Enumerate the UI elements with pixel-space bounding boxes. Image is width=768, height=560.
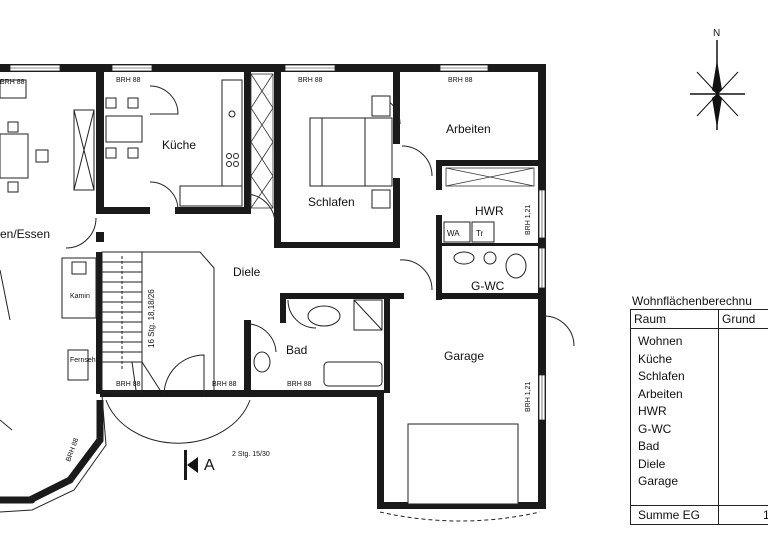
tv-cabinet: [67, 349, 89, 381]
sum-value: 1: [763, 508, 768, 522]
table-row: Wohnen: [638, 334, 683, 348]
garage-door: [379, 423, 541, 522]
brh-label: BRH 88: [298, 77, 323, 84]
room-arbeiten: Arbeiten: [446, 122, 491, 136]
room-hwr: HWR: [475, 204, 504, 218]
room-garage: Garage: [444, 349, 484, 363]
room-schlafen: Schlafen: [308, 195, 355, 209]
brh-label: BRH 88: [116, 77, 141, 84]
table-row: Bad: [638, 439, 660, 453]
doors: [65, 85, 575, 396]
brh-label: BRH 88: [65, 437, 80, 463]
brh-label: BRH 88: [287, 381, 312, 388]
table-row: Diele: [638, 456, 666, 471]
table-room-names: Wohnen Küche Schlafen Arbeiten HWR G-WC …: [631, 329, 719, 505]
wc-fixtures: [453, 251, 527, 279]
top-windows: [9, 64, 489, 72]
header-grund: Grund: [722, 312, 756, 326]
kamin-label: Kamin: [70, 293, 90, 300]
brh-label: BRH 88: [0, 79, 25, 86]
room-wohnen-essen: en/Essen: [0, 227, 50, 241]
bath-fixtures: [253, 299, 383, 387]
staircase: [101, 251, 215, 393]
wa-label: WA: [447, 229, 460, 238]
table-row: Arbeiten: [638, 386, 683, 401]
table-header: Raum Grund: [630, 309, 768, 329]
room-g-wc: G-WC: [471, 279, 505, 293]
dining-table: [0, 79, 95, 193]
sum-label: Summe EG: [631, 506, 719, 524]
brh-label: BRH 88: [116, 381, 141, 388]
pantry-shelves: [250, 73, 274, 209]
table-row: Schlafen: [638, 369, 685, 383]
kitchen-table: [105, 97, 143, 159]
table-row: HWR: [638, 404, 667, 418]
north-label: N: [713, 28, 720, 39]
table-title: Wohnflächenberechnu: [632, 294, 752, 308]
room-kueche: Küche: [162, 138, 196, 152]
brh-label: BRH 88: [212, 381, 237, 388]
brh-label-garage: BRH 1,21: [525, 382, 532, 412]
tr-label: Tr: [476, 229, 484, 238]
section-marker: A: [184, 450, 215, 480]
right-windows: [538, 189, 546, 421]
bay-window: [0, 269, 107, 513]
section-label: A: [204, 457, 215, 474]
room-bad: Bad: [286, 343, 307, 357]
fireplace: [61, 257, 97, 319]
area-table: Wohnflächenberechnu Raum Grund Wohnen Kü…: [630, 293, 768, 525]
brh-label: BRH 88: [448, 77, 473, 84]
kitchen-counters: [179, 79, 243, 207]
entrance-landing: [105, 399, 251, 444]
steps-label: 2 Stg. 15/30: [232, 451, 270, 458]
table-body: Wohnen Küche Schlafen Arbeiten HWR G-WC …: [630, 329, 768, 505]
table-row: Garage: [638, 474, 679, 488]
room-diele: Diele: [233, 265, 261, 279]
header-raum: Raum: [631, 310, 719, 328]
brh-label-hwr: BRH 1,21: [525, 205, 532, 235]
table-row: G-WC: [638, 421, 672, 436]
fernseh-label: Fernseh: [70, 357, 96, 364]
table-row: Küche: [638, 351, 673, 366]
hwr-fixtures: [443, 167, 535, 243]
north-compass: N: [690, 28, 745, 130]
bed: [309, 95, 393, 209]
table-sum-row: Summe EG 1: [630, 505, 768, 525]
stairs-label: 16 Stg. 18,18/26: [147, 289, 156, 348]
interior-walls: [96, 64, 546, 396]
